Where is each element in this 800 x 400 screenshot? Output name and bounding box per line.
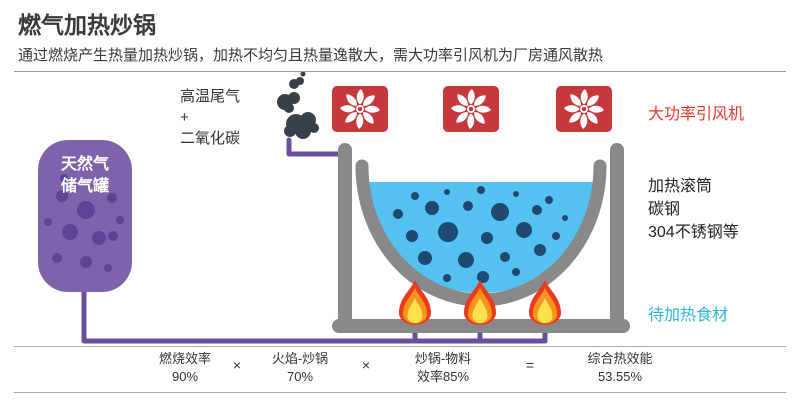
top-divider [14, 71, 786, 72]
formula-result-name: 综合热效能 [587, 351, 653, 366]
formula-item-flame-wok: 火焰-炒锅 70% [250, 350, 350, 386]
food-label: 待加热食材 [648, 307, 729, 324]
formula-divider-bottom [14, 392, 786, 393]
formula-operator-2: × [361, 357, 371, 373]
formula-item-name: 炒锅-物料 [414, 351, 472, 366]
formula-operator-1: × [232, 357, 242, 373]
formula-item-combustion: 燃烧效率 90% [135, 350, 235, 386]
fan-icon-2 [443, 86, 499, 132]
formula-item-name: 火焰-炒锅 [271, 351, 329, 366]
exhaust-label: 高温尾气 + 二氧化碳 [180, 88, 241, 147]
fan-icon-1 [332, 86, 388, 132]
page-title: 燃气加热炒锅 [18, 12, 156, 38]
formula-result: 综合热效能 53.55% [560, 350, 680, 386]
fan-icon-3 [556, 86, 612, 132]
formula-operator-equals: = [525, 357, 535, 373]
gas-tank-icon [38, 140, 132, 292]
formula-divider-top [14, 346, 786, 347]
drum-material-label: 加热滚筒 碳钢 304不锈钢等 [648, 178, 739, 241]
exhaust-pipe [286, 137, 349, 157]
gas-tank-label: 天然气 储气罐 [60, 156, 109, 195]
formula-item-name: 燃烧效率 [158, 351, 211, 366]
formula-item-value: 效率85% [416, 369, 470, 384]
material-bubbles [393, 186, 568, 283]
subtitle: 通过燃烧产生热量加热炒锅，加热不均匀且热量逸散大，需大功率引风机为厂房通风散热 [18, 47, 604, 64]
fan-label: 大功率引风机 [648, 106, 745, 123]
formula-item-value: 90% [171, 369, 199, 384]
formula-item-wok-material: 炒锅-物料 效率85% [393, 350, 493, 386]
formula-item-value: 70% [286, 369, 314, 384]
smoke-icon [277, 71, 319, 139]
formula-result-value: 53.55% [597, 369, 643, 384]
